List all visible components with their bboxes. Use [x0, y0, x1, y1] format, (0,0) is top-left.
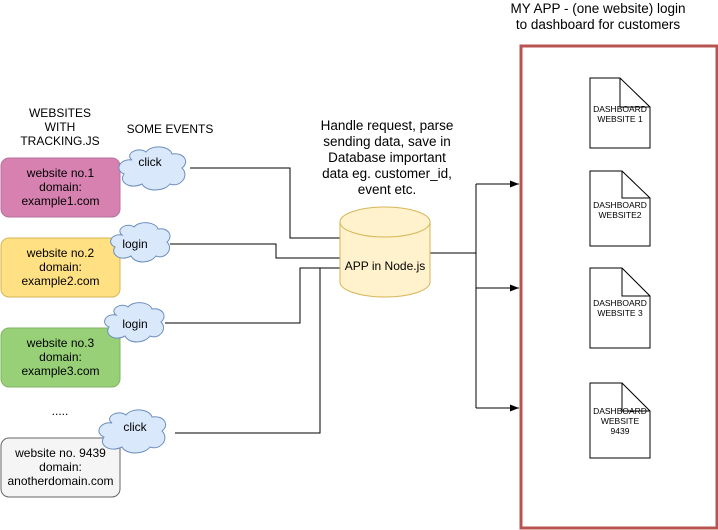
website-4-name: website no. 9439 — [15, 446, 106, 460]
app-title-line-1: MY APP - (one website) login — [510, 1, 686, 16]
websites-header-line-3: TRACKING.JS — [20, 134, 100, 148]
website-label-2: website no.2 domain: example2.com — [1, 246, 120, 288]
dashboard-3-line-1: DASHBOARD — [593, 298, 647, 308]
cloud-event-4 — [98, 409, 167, 454]
website-2-domain-label: domain: — [39, 260, 82, 274]
cloud-event-3 — [104, 302, 165, 343]
dashboard-1-line-2: WEBSITE 1 — [597, 114, 643, 124]
websites-header-line-2: WITH — [44, 120, 76, 134]
dashboard-1-line-1: DASHBOARD — [593, 104, 647, 114]
event-label-1: click — [138, 155, 162, 169]
database-label: APP in Node.js — [344, 259, 426, 273]
websites-header-line-1: WEBSITES — [28, 106, 91, 120]
website-1-domain-label: domain: — [39, 180, 82, 194]
ellipsis: ..... — [51, 404, 69, 418]
website-2-domain: example2.com — [21, 274, 100, 288]
dashboard-2-line-2: WEBSITE2 — [598, 210, 642, 220]
handler-note-line-3: Database important — [328, 150, 446, 165]
dashboard-4-line-3: 9439 — [610, 426, 630, 436]
connector-event-3 — [165, 267, 340, 324]
website-label-1: website no.1 domain: example1.com — [1, 166, 120, 208]
dashboard-doc-1-fold — [619, 78, 650, 108]
connector-event-1 — [190, 167, 340, 239]
website-1-domain: example1.com — [21, 194, 100, 208]
dashboard-doc-3-fold — [621, 268, 650, 297]
dashboard-doc-4-fold — [621, 383, 650, 412]
dashboard-label-3: DASHBOARD WEBSITE 3 — [588, 298, 652, 318]
website-4-domain-label: domain: — [39, 460, 82, 474]
app-title: MY APP - (one website) login to dashboar… — [488, 1, 708, 33]
website-2-name: website no.2 — [26, 246, 95, 260]
dashboard-doc-3 — [589, 267, 651, 349]
website-label-4: website no. 9439 domain: anotherdomain.c… — [1, 446, 120, 488]
handler-note-line-1: Handle request, parse — [320, 118, 454, 133]
website-3-domain: example3.com — [21, 364, 100, 378]
dashboard-4-line-2: WEBSITE — [600, 416, 640, 426]
website-box-4 — [0, 437, 121, 498]
dashboard-doc-2-fold — [621, 171, 650, 199]
event-label-4: click — [123, 420, 147, 434]
cloud-event-2 — [110, 222, 171, 263]
website-box-2 — [0, 237, 121, 298]
dashboard-label-2: DASHBOARD WEBSITE2 — [588, 200, 652, 220]
dashboard-2-line-1: DASHBOARD — [593, 200, 647, 210]
handler-note-line-2: sending data, save in — [323, 134, 451, 149]
dashboard-label-4: DASHBOARD WEBSITE 9439 — [588, 406, 652, 436]
connector-event-4 — [175, 267, 340, 434]
dashboard-doc-2 — [589, 170, 651, 247]
website-4-domain: anotherdomain.com — [7, 474, 114, 488]
events-header: SOME EVENTS — [126, 122, 214, 136]
connector-event-2 — [170, 243, 340, 259]
dashboard-doc-1 — [589, 77, 651, 149]
handler-note-line-4: data eg. customer_id, — [322, 166, 452, 181]
dashboard-doc-4 — [589, 382, 651, 459]
database-cylinder — [339, 206, 431, 298]
website-1-name: website no.1 — [26, 166, 95, 180]
website-3-domain-label: domain: — [39, 350, 82, 364]
website-box-3 — [0, 327, 121, 388]
websites-header: WEBSITES WITH TRACKING.JS — [10, 106, 110, 148]
dashboard-3-line-2: WEBSITE 3 — [597, 308, 643, 318]
handler-note: Handle request, parse sending data, save… — [307, 118, 467, 198]
dashboard-4-line-1: DASHBOARD — [593, 406, 647, 416]
website-box-1 — [0, 157, 121, 218]
handler-note-line-5: event etc. — [357, 182, 417, 197]
event-label-2: login — [122, 237, 148, 251]
event-label-3: login — [122, 317, 148, 331]
cloud-event-1 — [118, 146, 187, 191]
website-label-3: website no.3 domain: example3.com — [1, 336, 120, 378]
website-3-name: website no.3 — [26, 336, 95, 350]
app-title-line-2: to dashboard for customers — [515, 17, 681, 32]
dashboard-label-1: DASHBOARD WEBSITE 1 — [588, 104, 652, 124]
